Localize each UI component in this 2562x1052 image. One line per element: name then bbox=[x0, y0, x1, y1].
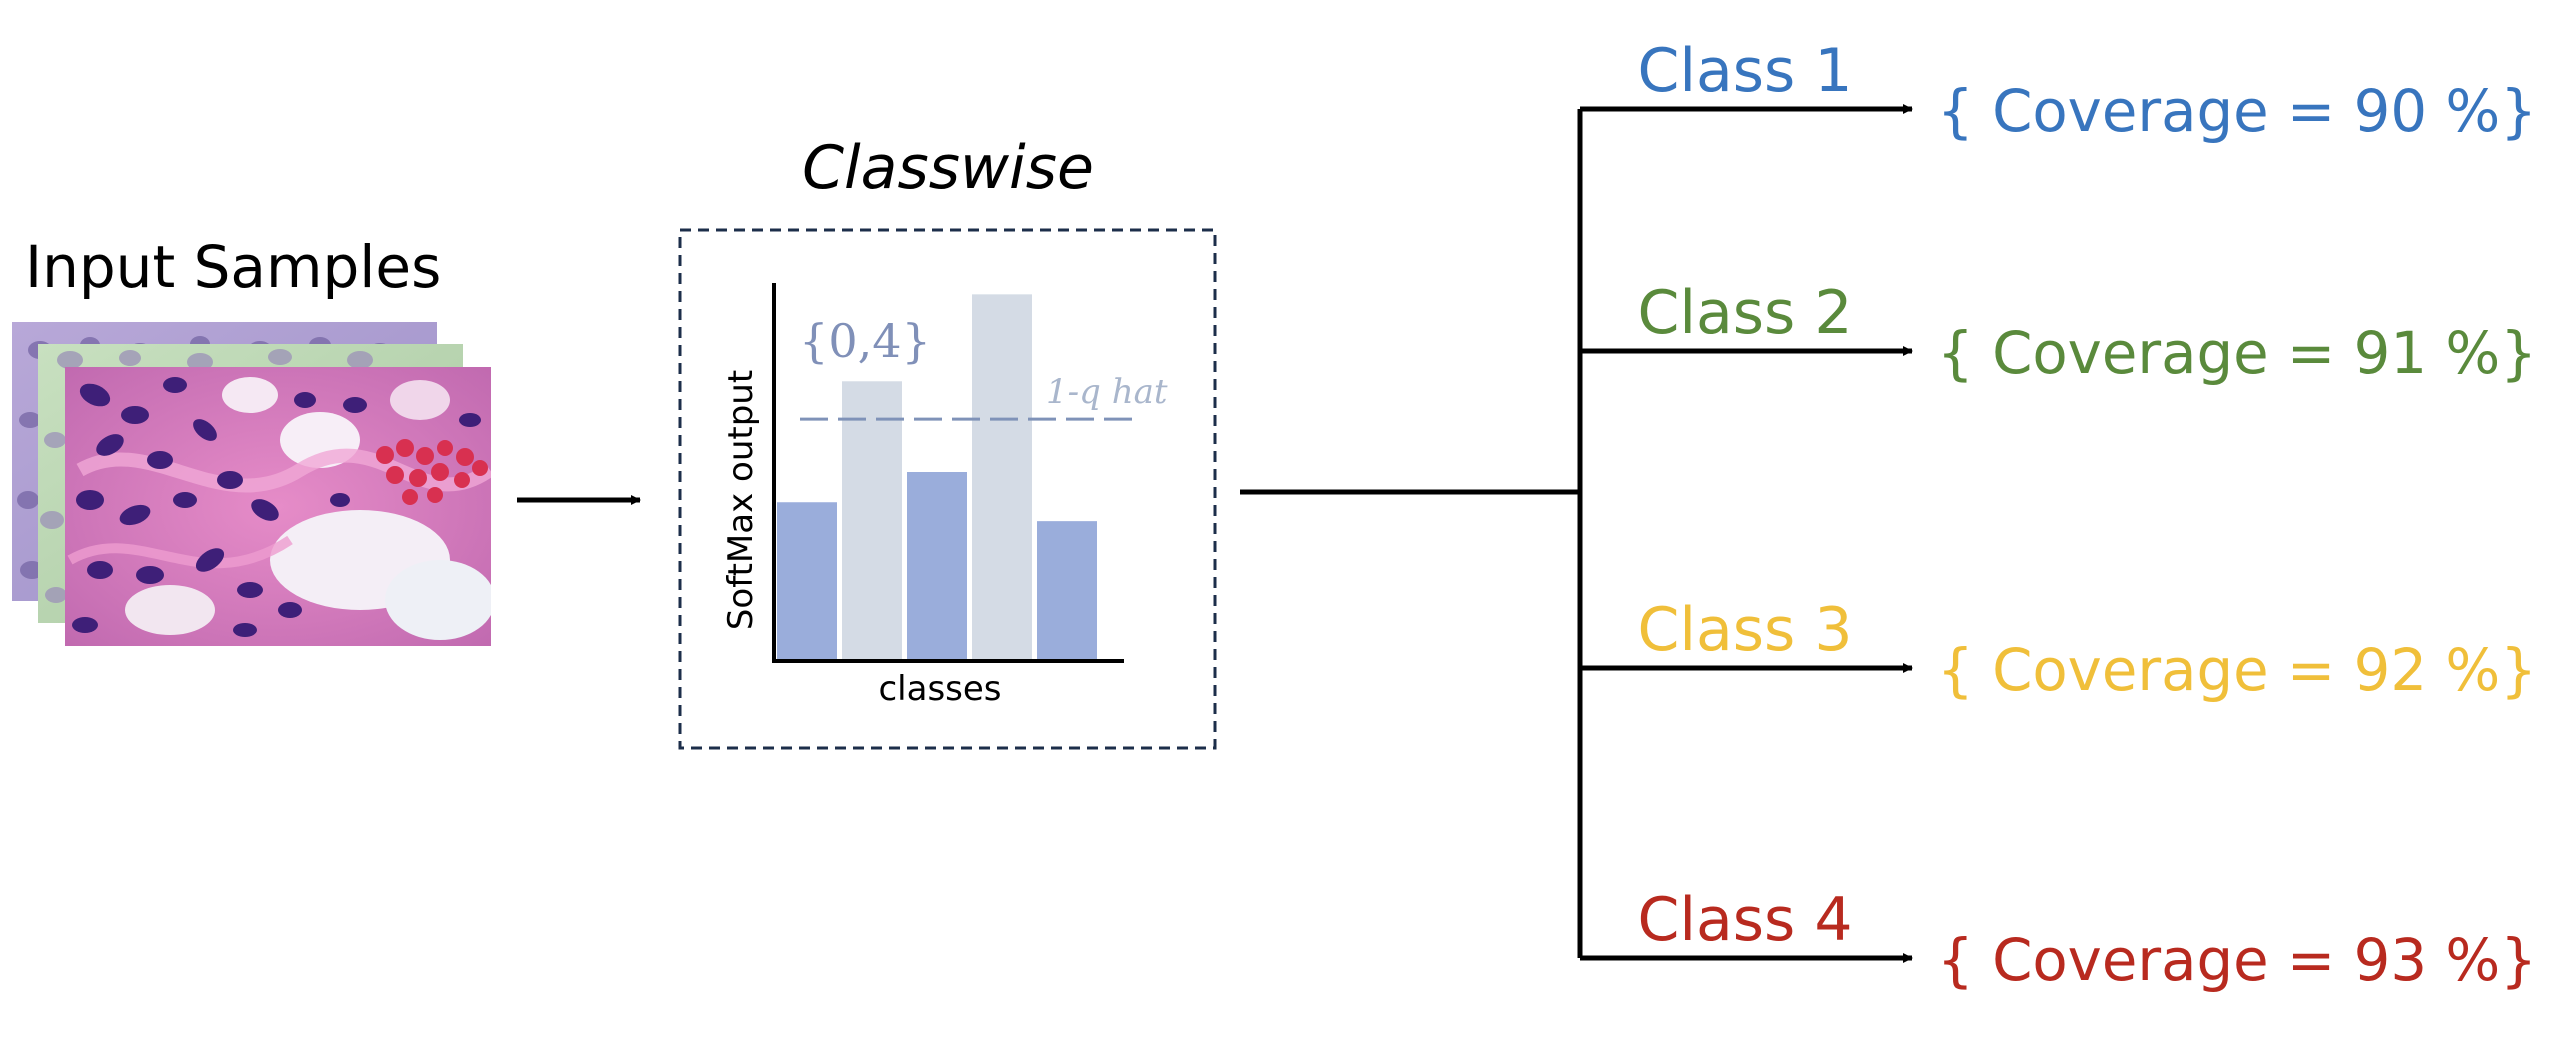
softmax-bar-5 bbox=[1037, 521, 1097, 661]
class-4-coverage: { Coverage = 93 %} bbox=[1937, 926, 2537, 994]
tissue-image-front bbox=[65, 367, 491, 646]
classwise-box bbox=[678, 228, 1217, 750]
input-samples-title: Input Samples bbox=[25, 233, 441, 301]
class-3-coverage: { Coverage = 92 %} bbox=[1937, 636, 2537, 704]
softmax-bar-2 bbox=[842, 381, 902, 661]
x-axis-label: classes bbox=[878, 669, 1001, 709]
classwise-section: Classwise SoftMax output classes {0,4} 1… bbox=[678, 133, 1217, 750]
softmax-bar-4 bbox=[972, 294, 1032, 661]
y-axis-label: SoftMax output bbox=[721, 370, 761, 630]
softmax-bar-1 bbox=[777, 502, 837, 661]
class-2-coverage: { Coverage = 91 %} bbox=[1937, 319, 2537, 387]
class-3-label: Class 3 bbox=[1637, 595, 1852, 665]
branch-connector bbox=[1240, 109, 1583, 958]
classwise-title: Classwise bbox=[802, 133, 1094, 203]
class-1-coverage: { Coverage = 90 %} bbox=[1937, 77, 2537, 145]
threshold-label: 1-q hat bbox=[1046, 372, 1168, 412]
class-branch-2: Class 2 { Coverage = 91 %} bbox=[1580, 278, 2537, 387]
class-branch-3: Class 3 { Coverage = 92 %} bbox=[1580, 595, 2537, 704]
prediction-set-label: {0,4} bbox=[799, 314, 931, 368]
class-branches: Class 1 { Coverage = 90 %} Class 2 { Covera… bbox=[1580, 36, 2537, 994]
input-samples-section: Input Samples bbox=[12, 233, 491, 646]
class-branch-4: Class 4 { Coverage = 93 %} bbox=[1580, 885, 2537, 994]
class-1-label: Class 1 bbox=[1637, 36, 1852, 106]
class-2-label: Class 2 bbox=[1637, 278, 1852, 348]
class-4-label: Class 4 bbox=[1637, 885, 1852, 955]
class-branch-1: Class 1 { Coverage = 90 %} bbox=[1580, 36, 2537, 145]
softmax-mini-chart: SoftMax output classes {0,4} 1-q hat bbox=[721, 283, 1168, 709]
softmax-bar-3 bbox=[907, 472, 967, 661]
